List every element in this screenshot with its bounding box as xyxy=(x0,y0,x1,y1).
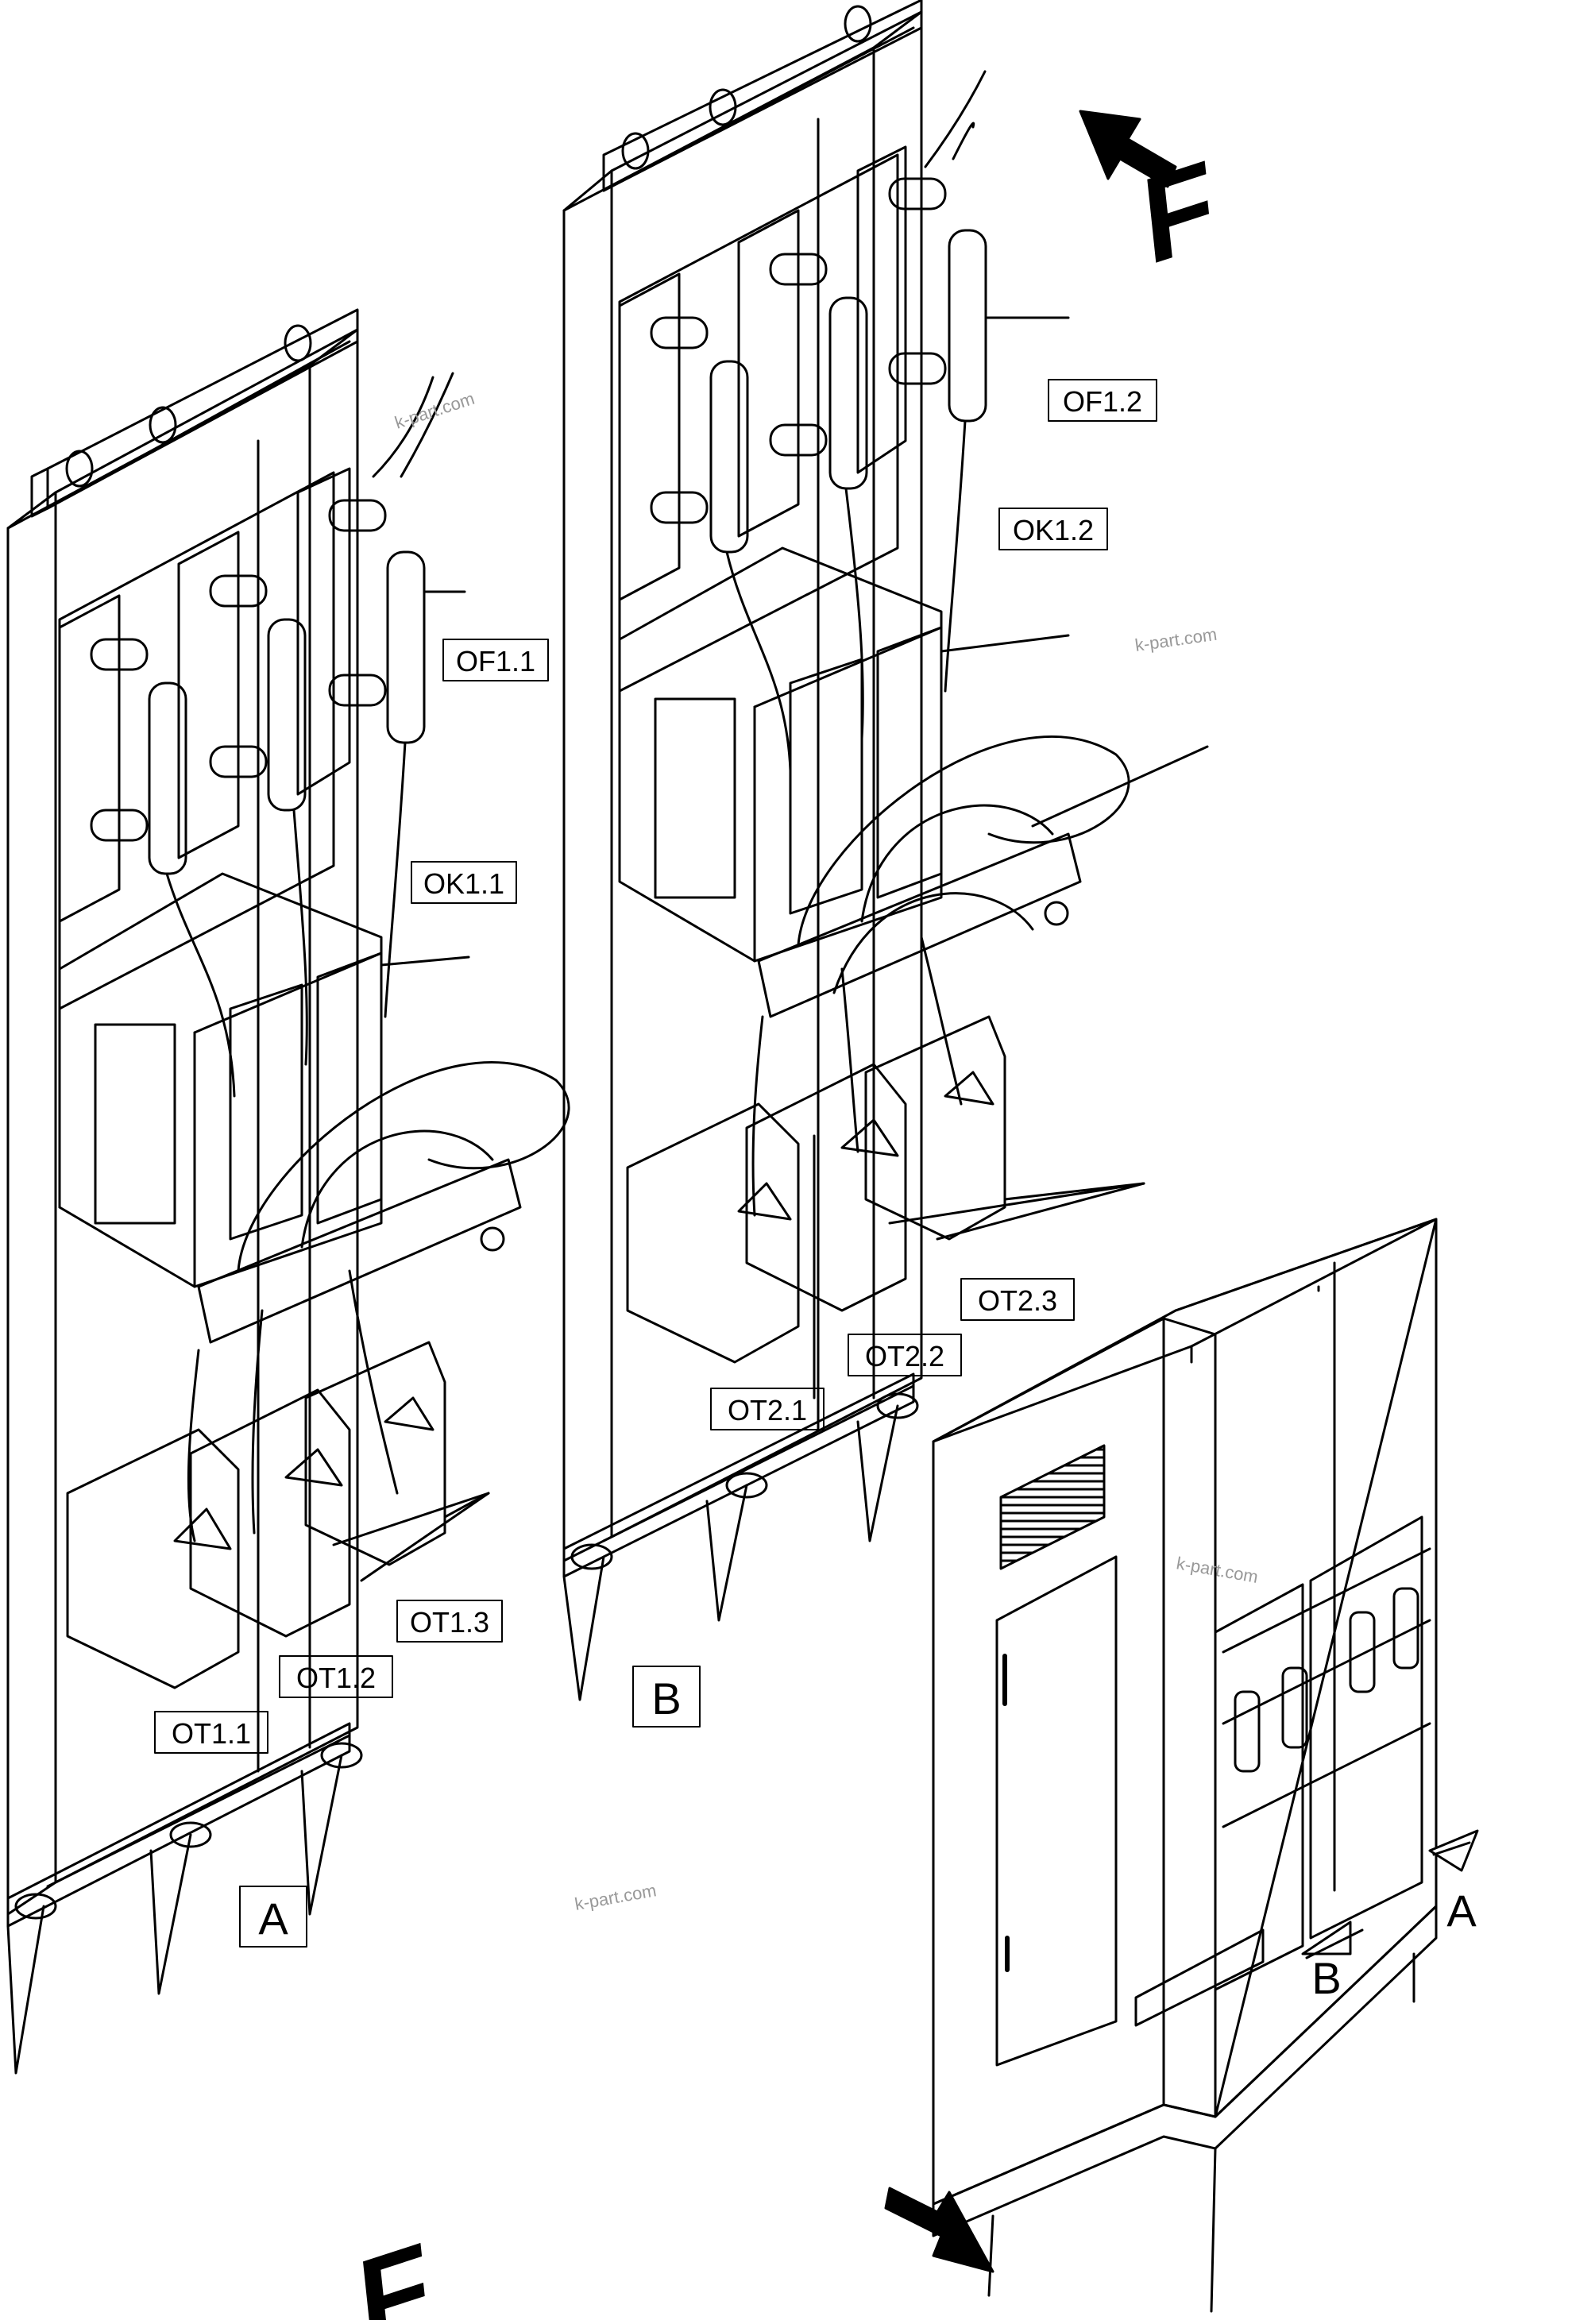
label-box-ot1-1 xyxy=(154,1711,268,1754)
panel-a-filters xyxy=(58,372,466,923)
label-ok1-1: OK1.1 xyxy=(423,867,504,900)
label-box-ot1-2 xyxy=(279,1655,393,1698)
panel-a-transformers xyxy=(66,1341,490,1689)
direction-label-top: F xyxy=(1137,134,1220,291)
label-ok1-2: OK1.2 xyxy=(1013,514,1094,546)
label-ot2-3: OT2.3 xyxy=(978,1284,1057,1317)
watermark-4: k-part.com xyxy=(1175,1553,1260,1587)
direction-arrow-top xyxy=(1079,110,1177,188)
cabinet-pointer-b: B xyxy=(1311,1953,1341,2003)
panel-a-cables xyxy=(165,741,570,1542)
panel-b-contactor xyxy=(618,546,1082,1018)
direction-arrow-bottom xyxy=(884,2187,994,2273)
label-of1-1: OF1.1 xyxy=(456,645,535,678)
panel-a-drawing xyxy=(6,308,570,2075)
label-box-ok1-2 xyxy=(998,508,1108,550)
panel-b-drawing xyxy=(562,0,1209,1701)
label-box-view-a xyxy=(239,1886,307,1948)
label-box-ot2-2 xyxy=(848,1334,962,1376)
watermark-3: k-part.com xyxy=(574,1880,658,1914)
label-box-ot1-3 xyxy=(396,1600,503,1643)
cabinet-overview-drawing xyxy=(932,1218,1479,2313)
label-ot1-1: OT1.1 xyxy=(172,1717,251,1750)
direction-label-bottom: F xyxy=(353,2216,436,2320)
label-ot2-1: OT2.1 xyxy=(728,1394,807,1426)
label-ot2-2: OT2.2 xyxy=(865,1340,944,1372)
label-box-ok1-1 xyxy=(411,861,517,904)
label-box-of1-1 xyxy=(442,639,549,681)
label-box-ot2-3 xyxy=(960,1278,1075,1321)
label-ot1-3: OT1.3 xyxy=(410,1606,489,1639)
label-of1-2: OF1.2 xyxy=(1063,385,1142,418)
label-ot1-2: OT1.2 xyxy=(296,1662,376,1694)
view-label-a: A xyxy=(258,1894,288,1944)
cabinet-pointer-a: A xyxy=(1446,1886,1477,1936)
watermark-2: k-part.com xyxy=(1133,624,1218,655)
panel-a-contactor xyxy=(58,872,522,1344)
watermark-1: k-part.com xyxy=(392,388,477,433)
view-label-b: B xyxy=(651,1674,681,1724)
panel-b-cables xyxy=(725,419,1209,1217)
panel-b-frame xyxy=(562,0,923,1701)
panel-a-frame xyxy=(6,308,363,2075)
panel-b-filters xyxy=(618,70,1070,601)
label-box-of1-2 xyxy=(1048,379,1157,422)
panel-b-transformers xyxy=(626,1015,1145,1399)
label-box-ot2-1 xyxy=(710,1388,825,1430)
label-box-view-b xyxy=(632,1666,701,1728)
